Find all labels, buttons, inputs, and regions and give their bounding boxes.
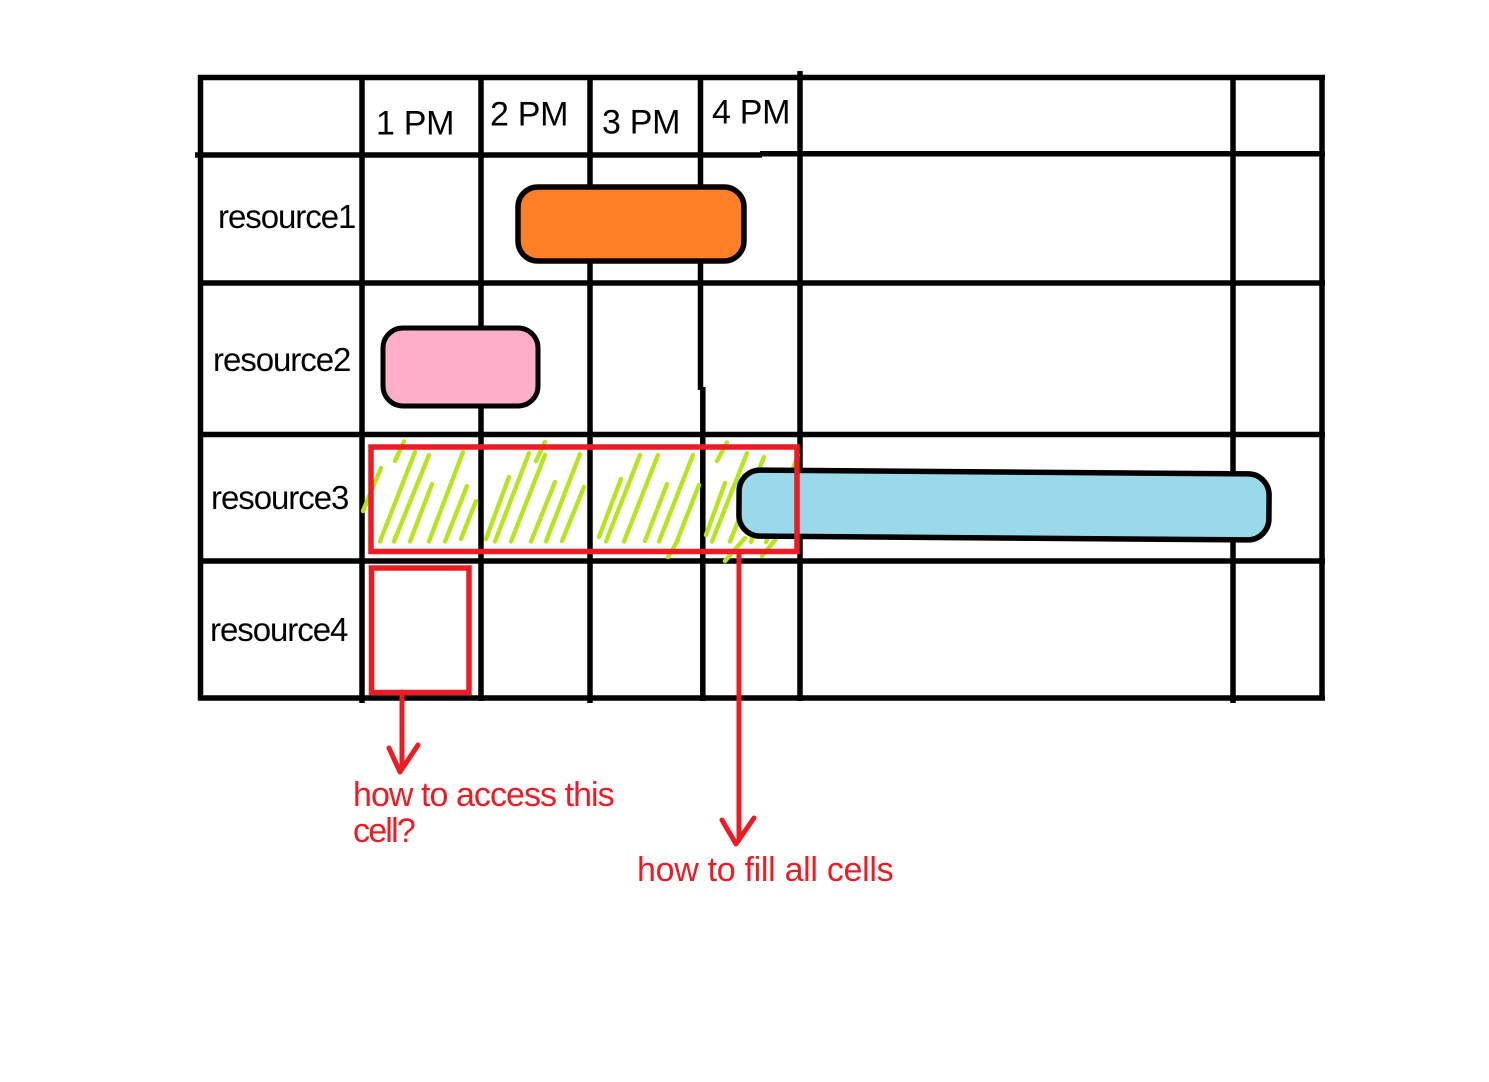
svg-text:3 PM: 3 PM: [602, 104, 680, 142]
svg-text:resource4: resource4: [210, 611, 348, 648]
svg-text:resource2: resource2: [213, 341, 350, 378]
svg-text:cell?: cell?: [353, 812, 415, 850]
svg-text:how to access this: how to access this: [353, 776, 614, 814]
svg-text:1 PM: 1 PM: [376, 105, 454, 143]
svg-text:4 PM: 4 PM: [712, 94, 790, 132]
svg-text:2 PM: 2 PM: [490, 96, 568, 134]
svg-text:how to fill all cells: how to fill all cells: [637, 851, 893, 889]
svg-text:resource3: resource3: [211, 479, 348, 516]
svg-text:resource1: resource1: [218, 198, 355, 235]
